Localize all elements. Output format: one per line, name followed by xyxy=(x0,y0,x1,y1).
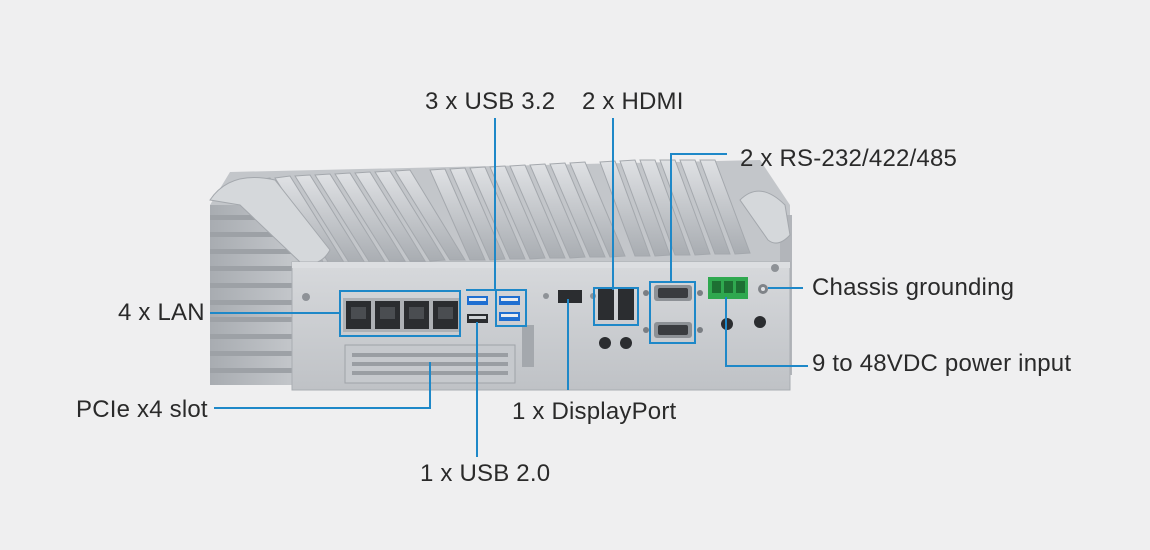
callout-lines xyxy=(210,118,808,457)
callout-line-usb32 xyxy=(466,118,527,327)
usb-ports xyxy=(467,296,520,323)
callout-lan: 4 x LAN xyxy=(118,299,205,326)
power-terminal xyxy=(708,277,766,330)
lan-ports xyxy=(343,298,459,332)
callout-line-serial xyxy=(649,153,727,344)
callout-line-hdmi xyxy=(593,118,639,326)
callout-usb32: 3 x USB 3.2 xyxy=(425,88,556,115)
callout-line-pcie xyxy=(214,362,431,409)
serial-ports xyxy=(643,285,703,338)
ground-screw xyxy=(758,284,768,294)
callout-displayport: 1 x DisplayPort xyxy=(512,398,677,425)
callout-hdmi: 2 x HDMI xyxy=(582,88,684,115)
callout-line-lan xyxy=(210,290,461,337)
hdmi-ports xyxy=(598,288,634,349)
callout-power: 9 to 48VDC power input xyxy=(812,350,1072,377)
callout-grounding: Chassis grounding xyxy=(812,274,1015,301)
callout-usb20: 1 x USB 2.0 xyxy=(420,460,551,487)
callout-line-power xyxy=(725,297,808,367)
heatsink xyxy=(209,159,792,385)
callout-pcie: PCIe x4 slot xyxy=(76,396,208,423)
callout-serial: 2 x RS-232/422/485 xyxy=(740,145,958,172)
